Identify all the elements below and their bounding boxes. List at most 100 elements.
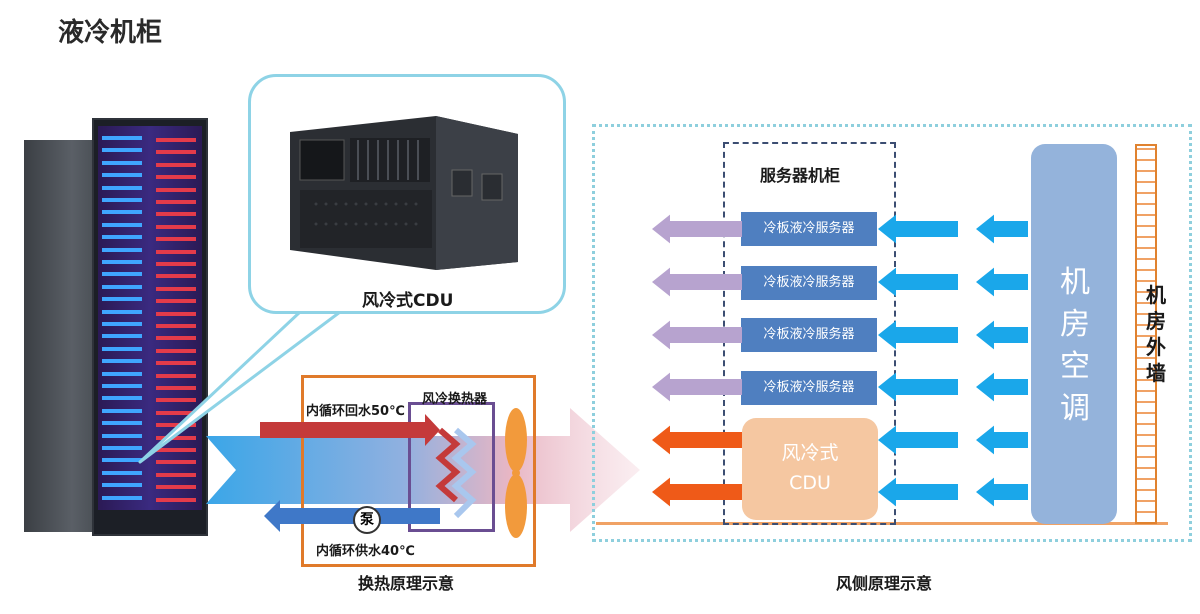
rack-cooling-line [156,336,196,341]
pump-symbol: 泵 [353,506,381,534]
exchanger-label: 风冷换热器 [422,392,488,407]
supply-water-arrow [264,500,440,532]
rack-cooling-line [102,297,142,302]
air-cooled-cdu-box: 风冷式 CDU [742,418,878,520]
exhaust-air-arrow [652,320,742,350]
cold-air-arrow [878,320,958,350]
heat-exchange-box [301,375,536,567]
rack-cooling-line [102,446,142,450]
cold-air-arrow [878,477,958,507]
exhaust-air-arrow [652,214,742,244]
supply-water-label: 内循环供水40℃ [316,544,415,559]
rack-cooling-line [156,200,196,204]
exterior-wall-label: 机房外墙 [1146,283,1166,385]
rack-cooling-line [156,175,196,180]
rack-cooling-line [156,435,196,440]
rack-interior [98,126,202,510]
rack-cooling-line [156,150,196,155]
rack-cooling-line [102,470,142,475]
cold-air-arrow [976,214,1028,244]
rack-cooling-line [102,222,142,227]
rack-cooling-line [102,136,142,140]
coil-hot [435,427,461,503]
rack-cooling-line [102,148,142,153]
cold-air-arrow [976,320,1028,350]
rack-cooling-line [102,433,142,438]
rack-cooling-line [156,410,196,415]
rack-cooling-line [102,198,142,202]
room-air-conditioner [1031,144,1117,524]
cold-air-arrow [878,425,958,455]
fan-blade-top [505,408,527,472]
rack-cooling-line [156,497,196,502]
heat-exchange-caption: 换热原理示意 [358,574,455,593]
rack-cooling-line [102,421,142,426]
rack-cooling-line [156,485,196,490]
rack-cooling-line [102,371,142,376]
cdu-label-line2: CDU [789,472,831,494]
air-cooled-exchanger-box [408,402,495,532]
exhaust-air-arrow [652,267,742,297]
rack-cooling-line [156,472,196,477]
cold-air-arrow [976,425,1028,455]
cold-air-arrow [976,477,1028,507]
rack-cooling-line [156,162,196,167]
air-side-region [592,124,1192,542]
server-unit: 冷板液冷服务器 [741,318,877,352]
exterior-wall [1135,144,1157,524]
rack-cooling-line [156,386,196,390]
exhaust-air-arrow [652,372,742,402]
rack-cooling-line [102,346,142,351]
cold-air-arrow [976,267,1028,297]
rack-cooling-line [102,210,142,215]
rack-cooling-line [102,272,142,277]
rack-side-panel [24,140,104,532]
hot-air-arrow [652,477,742,507]
rack-cooling-line [156,249,196,254]
server-unit: 冷板液冷服务器 [741,212,877,246]
air-side-caption: 风侧原理示意 [836,574,933,593]
rack-cooling-line [102,408,142,413]
rack-cooling-line [156,299,196,304]
rack-cooling-line [156,324,196,328]
server-unit: 冷板液冷服务器 [741,266,877,300]
rack-cooling-line [102,247,142,252]
rack-cooling-line [156,348,196,353]
rack-cooling-line [156,274,196,279]
return-water-arrow [260,414,440,446]
rack-cooling-line [102,483,142,488]
rack-cooling-line [102,173,142,178]
rack-cooling-line [102,322,142,326]
hot-air-arrow [652,425,742,455]
cold-air-arrow [976,372,1028,402]
rack-cooling-line [156,398,196,403]
cdu-label-line1: 风冷式 [781,442,839,464]
rack-cooling-line [156,460,196,465]
callout-label: 风冷式CDU [362,291,454,311]
rack-cooling-line [102,396,142,401]
cold-air-arrow [878,267,958,297]
rack-cooling-line [102,235,142,240]
rack-cooling-line [156,448,196,452]
rack-cooling-line [102,334,142,339]
rack-cooling-line [102,309,142,314]
main-flow-arrow [206,408,640,532]
rack-cooling-line [102,495,142,500]
rack-cooling-line [156,361,196,366]
rack-cooling-line [156,224,196,229]
rack-cooling-line [156,373,196,378]
server-unit: 冷板液冷服务器 [741,371,877,405]
rack-cooling-line [156,311,196,316]
rack-cooling-line [102,260,142,264]
coil-cold [451,427,477,519]
air-cooled-cdu-image [290,116,518,270]
page-title: 液冷机柜 [58,18,163,48]
return-water-label: 内循环回水50℃ [306,404,405,419]
fan-blade-bottom [505,474,527,538]
rack-cooling-line [102,284,142,289]
rack-cooling-line [156,138,196,142]
rack-cooling-line [156,237,196,242]
rack-cooling-line [102,359,142,364]
